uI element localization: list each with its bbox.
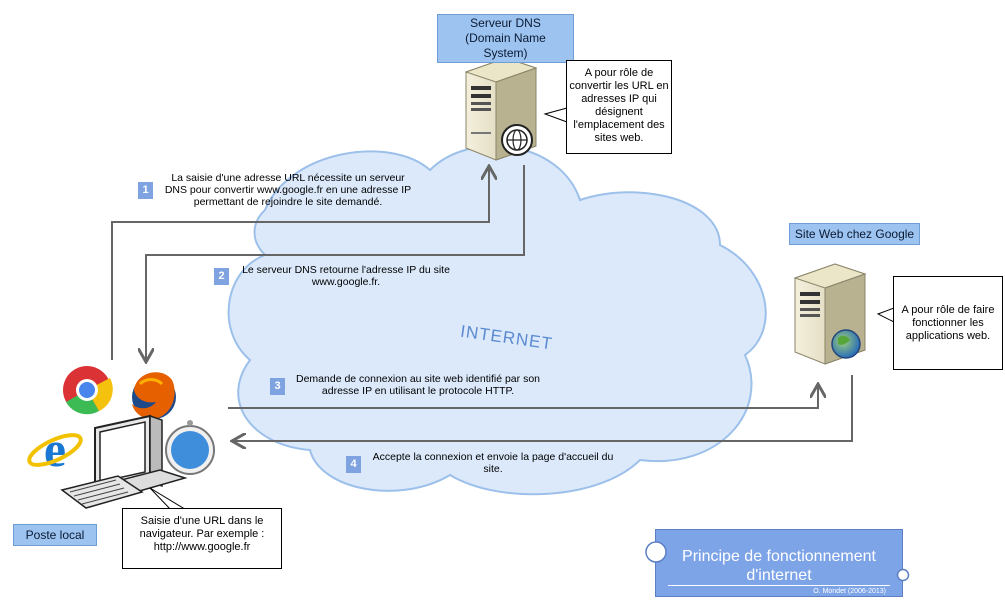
globe-icon xyxy=(501,124,533,156)
client-label: Poste local xyxy=(13,524,97,546)
callout-line: convertir les URL en xyxy=(569,80,669,92)
step-4-line: Accepte la connexion et envoie la page d… xyxy=(372,451,614,463)
safari-icon xyxy=(165,420,215,475)
web-server-title: Site Web chez Google xyxy=(794,227,915,241)
arrow-step-4 xyxy=(234,375,853,441)
step-2-badge: 2 xyxy=(214,268,229,285)
dns-server-subtitle: (Domain Name System) xyxy=(465,31,546,60)
callout-line: A pour rôle de faire xyxy=(901,304,995,316)
step-1-badge: 1 xyxy=(138,182,153,199)
title-line-2: d'internet xyxy=(746,567,812,584)
step-1-description: La saisie d'une adresse URL nécessite un… xyxy=(160,172,416,208)
step-1-line: La saisie d'une adresse URL nécessite un… xyxy=(171,172,405,184)
step-4-badge: 4 xyxy=(346,456,361,473)
firefox-icon xyxy=(132,372,176,420)
callout-line: http://www.google.fr xyxy=(153,541,251,553)
title-card-right-ornament xyxy=(896,568,910,582)
callout-line: sites web. xyxy=(594,132,644,144)
callout-line: fonctionner les xyxy=(912,317,984,329)
step-3-line: adresse IP en utilisant le protocole HTT… xyxy=(321,385,515,397)
arrow-step-2 xyxy=(146,165,525,360)
step-3-line: Demande de connexion au site web identif… xyxy=(296,373,540,385)
web-server-callout: A pour rôle de faire fonctionner les app… xyxy=(893,276,1003,370)
dns-server-callout: A pour rôle de convertir les URL en adre… xyxy=(566,60,672,154)
computer-icon xyxy=(60,414,188,509)
step-3-description: Demande de connexion au site web identif… xyxy=(288,373,548,397)
title-line-1: Principe de fonctionnement xyxy=(682,548,876,565)
step-4-line: site. xyxy=(483,463,503,475)
title-card-divider xyxy=(668,585,890,586)
callout-line: applications web. xyxy=(905,330,991,342)
globe-icon xyxy=(831,329,861,359)
client-callout: Saisie d'une URL dans le navigateur. Par… xyxy=(122,508,282,569)
chrome-icon xyxy=(63,366,113,415)
callout-line: navigateur. Par exemple : xyxy=(139,528,265,540)
callout-line: désignent xyxy=(595,106,643,118)
dns-server-title: Serveur DNS xyxy=(470,16,541,30)
step-1-line: DNS pour convertir www.google.fr en une … xyxy=(164,184,412,196)
title-card-credit: O. Mondet (2006-2013) xyxy=(813,588,886,595)
step-2-line: www.google.fr. xyxy=(311,276,381,288)
arrow-step-1 xyxy=(111,168,489,360)
callout-line: adresses IP qui xyxy=(581,93,657,105)
callout-line: l'emplacement des xyxy=(573,119,665,131)
title-card: Principe de fonctionnement d'internet O.… xyxy=(645,529,910,597)
svg-text:e: e xyxy=(44,421,66,477)
title-card-heading: Principe de fonctionnement d'internet xyxy=(656,547,902,585)
internet-explorer-icon: e xyxy=(27,421,83,477)
dns-server-label: Serveur DNS (Domain Name System) xyxy=(437,14,574,63)
title-card-left-ornament xyxy=(645,541,667,563)
callout-line: A pour rôle de xyxy=(584,67,654,79)
step-4-description: Accepte la connexion et envoie la page d… xyxy=(366,451,620,475)
web-server-label: Site Web chez Google xyxy=(789,223,920,245)
client-title: Poste local xyxy=(25,528,85,542)
step-2-description: Le serveur DNS retourne l'adresse IP du … xyxy=(234,264,458,288)
callout-line: Saisie d'une URL dans le xyxy=(140,515,264,527)
step-2-line: Le serveur DNS retourne l'adresse IP du … xyxy=(242,264,450,276)
step-3-badge: 3 xyxy=(270,378,285,395)
step-1-line: permettant de rejoindre le site demandé. xyxy=(193,196,383,208)
arrow-step-3 xyxy=(228,386,818,409)
